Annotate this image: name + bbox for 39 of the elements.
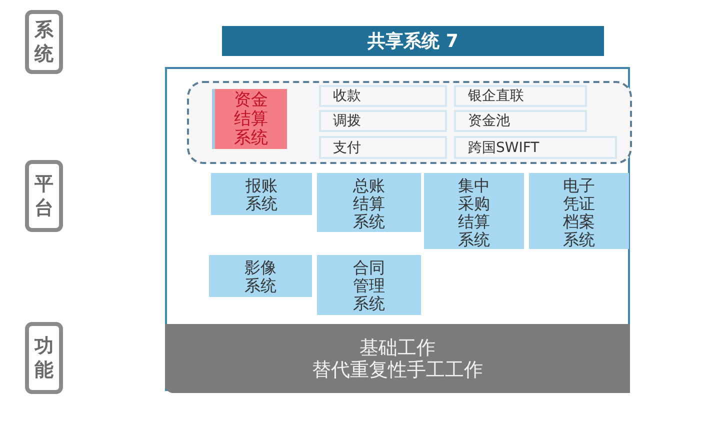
label-text: 平台 [33,172,54,220]
function-cell [319,85,447,107]
side-label-box [25,10,63,74]
label-text: 资金结算系统 [233,90,269,148]
side-label-box [25,160,63,232]
label-text: 共享系统 7 [368,30,458,53]
label-text: 系统 [33,18,54,66]
label-text: 报账系统 [244,177,278,213]
system-box [212,89,287,149]
function-cell [319,110,447,132]
function-cell [454,110,587,132]
label-text: 影像系统 [244,259,278,295]
system-box [209,255,312,297]
label-text: 跨国SWIFT [468,138,540,156]
group-frame [187,81,632,164]
label-text: 收款 [333,87,361,105]
platform-frame [165,67,630,391]
side-label-box [25,322,63,394]
label-text: 资金池 [468,112,510,130]
system-box [211,173,312,215]
label-text: 功能 [33,334,54,382]
title-bar [222,26,604,56]
function-cell [454,136,617,159]
label-text: 电子凭证档案系统 [562,177,596,249]
label-text: 合同管理系统 [352,259,386,313]
function-cell [319,136,447,159]
system-box [317,173,421,232]
label-text: 集中采购结算系统 [457,177,491,249]
label-text: 支付 [333,138,361,156]
label-text: 基础工作 [360,336,436,358]
function-cell [454,85,587,107]
system-box [529,173,629,249]
system-box [317,255,421,315]
label-text: 替代重复性手工工作 [312,358,483,380]
system-box [424,173,524,249]
label-text: 银企直联 [468,87,524,105]
label-text: 总账结算系统 [352,177,386,231]
label-text: 调拨 [333,112,361,130]
base-band [165,324,630,393]
